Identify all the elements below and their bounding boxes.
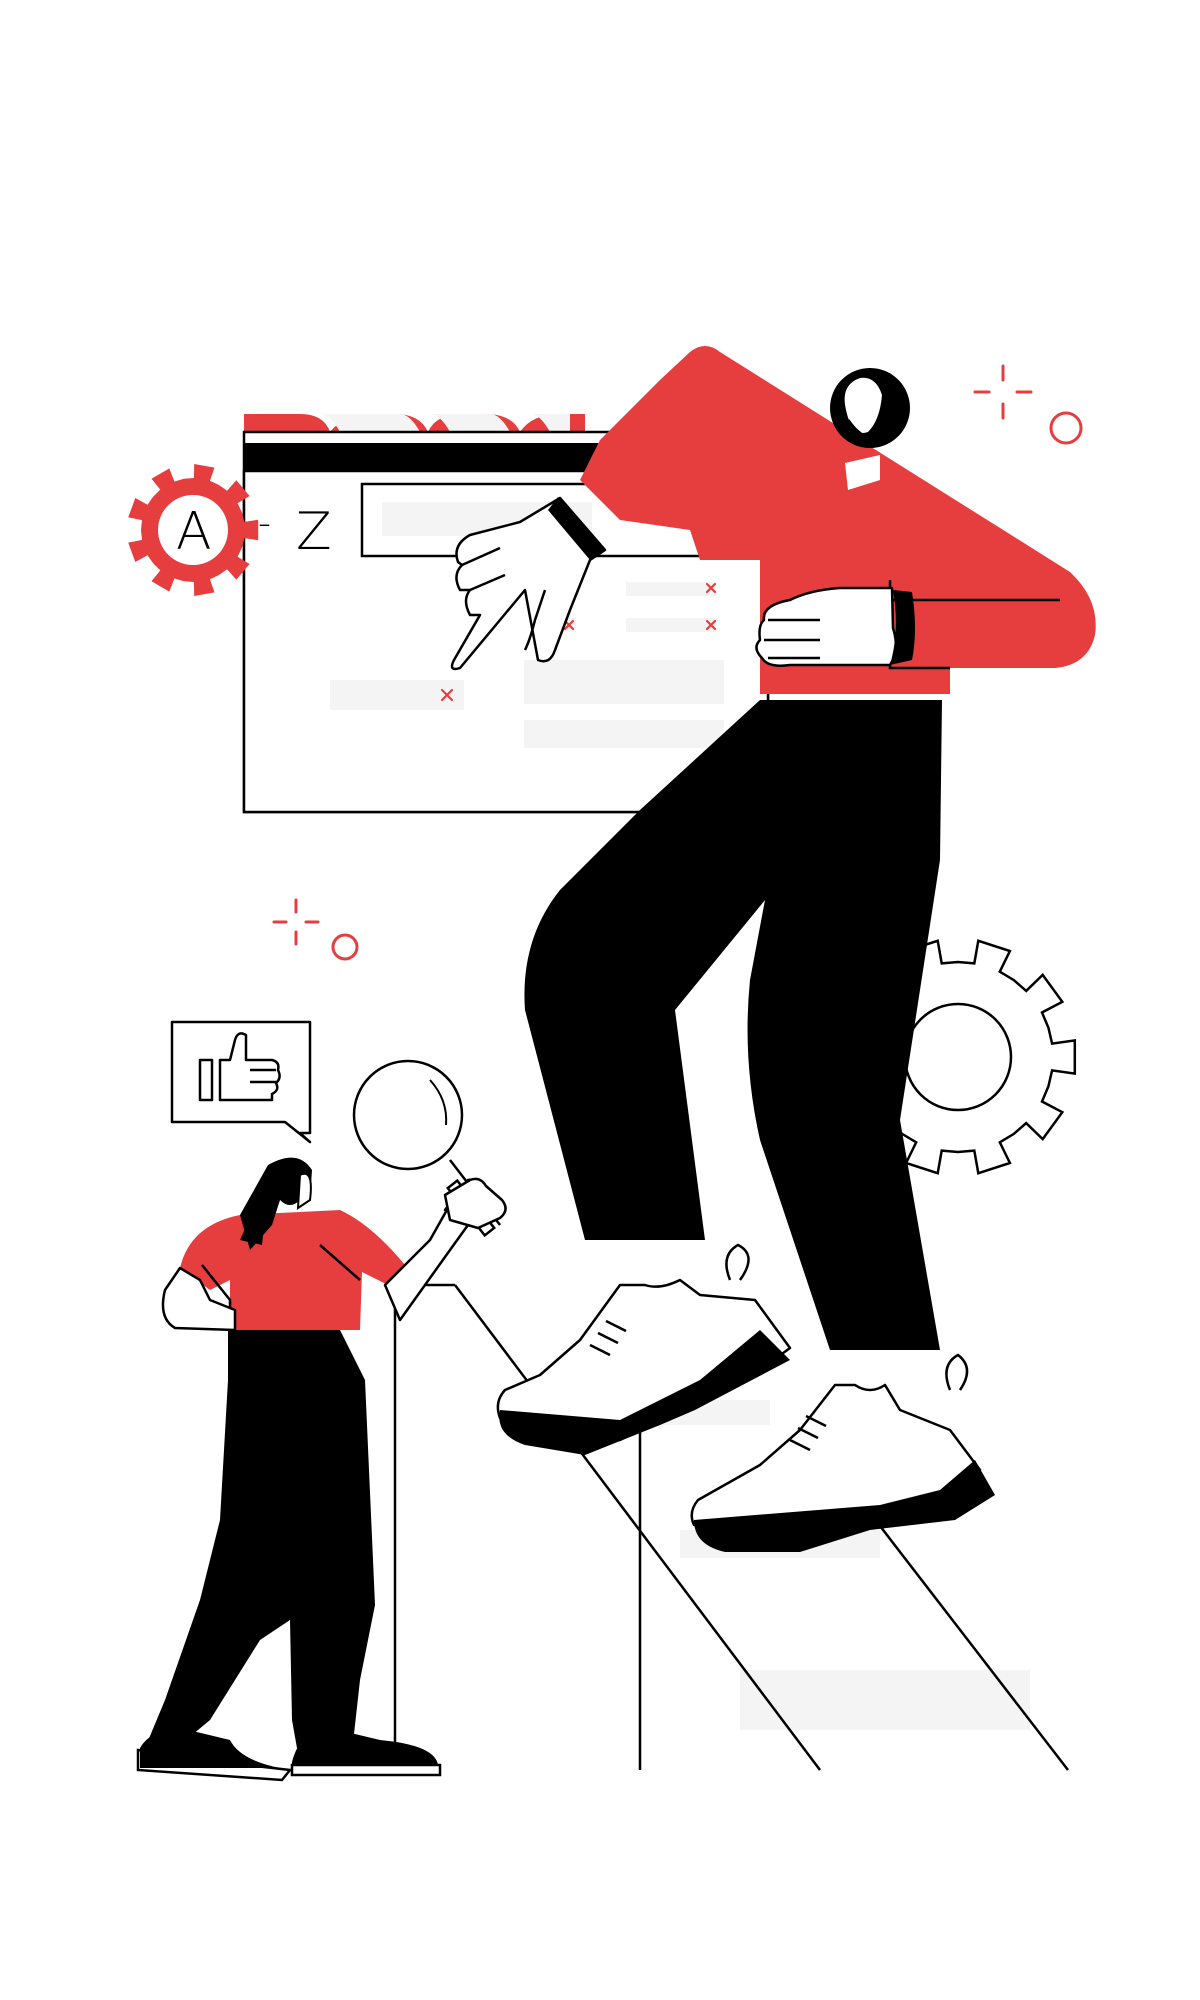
- man-hand-pointing: [450, 496, 607, 671]
- close-icon[interactable]: [705, 582, 717, 594]
- close-icon[interactable]: [705, 619, 717, 631]
- circle-icon-top-right: [1049, 411, 1083, 445]
- circle-icon-mid-left: [331, 933, 359, 961]
- man-shoe-left: [496, 1243, 792, 1455]
- az-label-separator: -: [258, 503, 271, 544]
- woman-figure: [136, 1157, 504, 1782]
- thumbs-up-bubble: [170, 1020, 312, 1144]
- close-icon[interactable]: [440, 688, 454, 702]
- thumbs-up-icon: [198, 1032, 281, 1102]
- result-row: [330, 680, 464, 710]
- result-row: [524, 660, 724, 704]
- man-head: [830, 368, 910, 490]
- sparkle-icon-mid-left: [272, 898, 320, 946]
- result-row: [524, 720, 724, 748]
- man-figure: [450, 346, 1096, 1552]
- result-row: [626, 618, 716, 632]
- sparkle-icon-top-right: [973, 364, 1033, 420]
- gear-icon-az: [128, 464, 259, 596]
- az-label-a: A: [176, 502, 212, 562]
- result-row: [626, 582, 716, 596]
- man-shoe-right: [690, 1353, 995, 1552]
- az-label-z: Z: [296, 502, 332, 562]
